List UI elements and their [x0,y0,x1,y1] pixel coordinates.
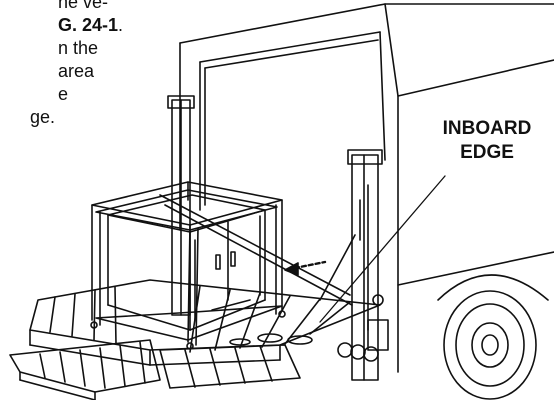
callout-line-2: EDGE [460,142,514,163]
doc-text-line-5: e [58,84,69,104]
inboard-edge-callout: INBOARD EDGE [428,117,546,165]
doc-text-line-3: n the [58,38,99,58]
doc-text-line-6: ge. [30,107,56,127]
doc-text-line-2: G. 24-1. [58,14,123,37]
doc-text-line-4: area [58,61,95,81]
right-lift-column [337,149,389,381]
rear-wheel [437,274,549,400]
lift-arms [159,194,356,306]
doc-text-line-1: he ve- [58,0,109,12]
left-lift-column [167,95,195,316]
callout-line-1: INBOARD [442,118,532,139]
figure-reference-period: . [118,15,124,35]
callout-leader-line [319,175,446,323]
side-ramp [159,344,301,389]
cabinet-cart [90,181,286,350]
outer-ramp [9,339,161,400]
truck-body [179,3,554,373]
figure-reference: G. 24-1 [58,15,119,35]
direction-arrow [284,260,327,276]
